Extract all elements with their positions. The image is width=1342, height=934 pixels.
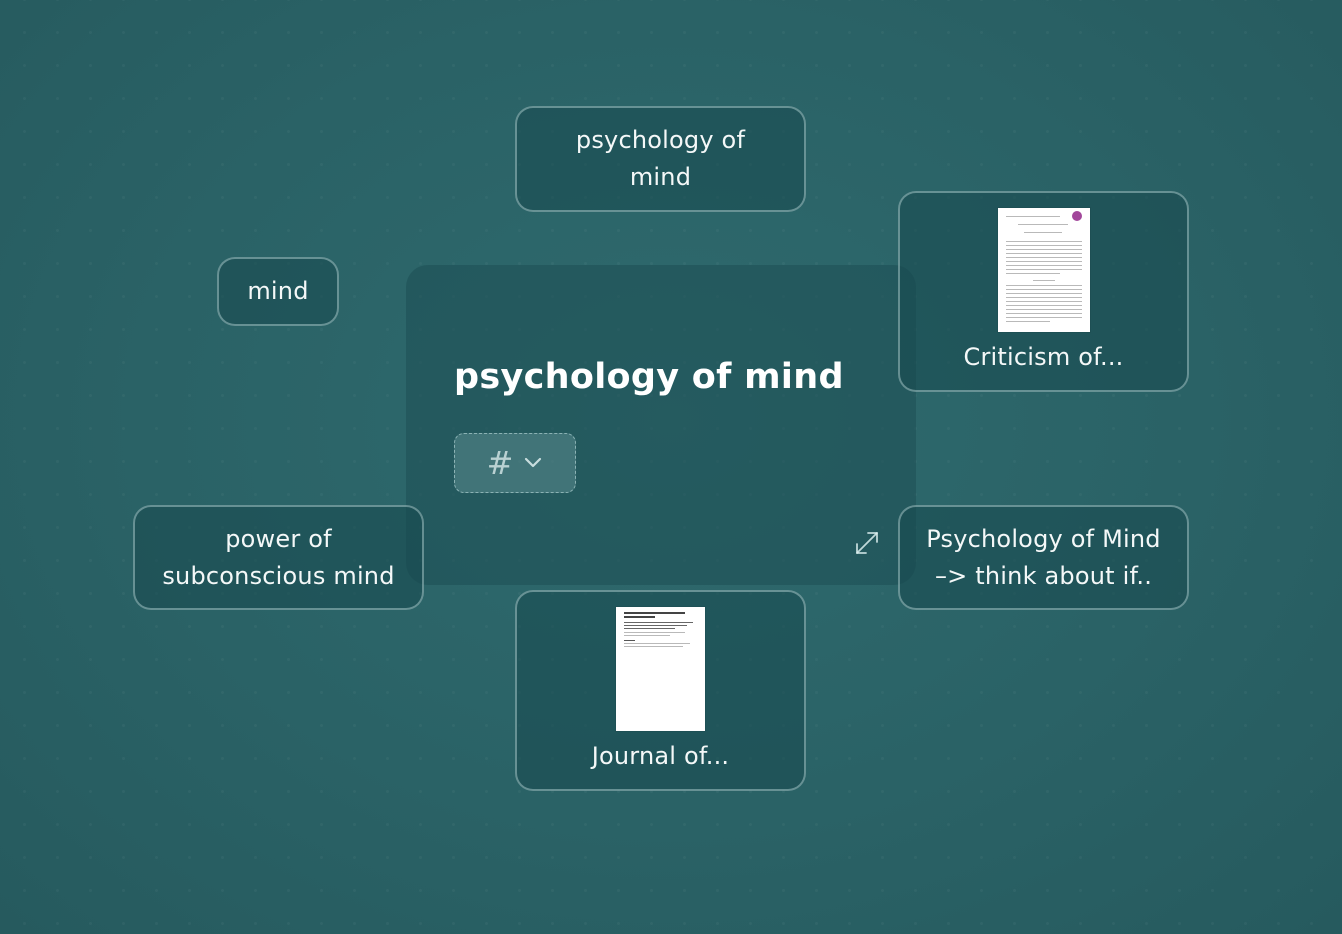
- expand-arrows-icon[interactable]: [852, 528, 882, 558]
- linked-node-psychology-note[interactable]: Psychology of Mind –> think about if..: [898, 505, 1189, 610]
- chevron-down-icon: [523, 454, 543, 473]
- linked-node-criticism-document[interactable]: Criticism of...: [898, 191, 1189, 392]
- linked-node-top[interactable]: psychology of mind: [515, 106, 806, 212]
- linked-node-subconscious[interactable]: power of subconscious mind: [133, 505, 424, 610]
- document-thumbnail: [997, 208, 1090, 332]
- linked-node-mind[interactable]: mind: [217, 257, 339, 326]
- tag-selector-button[interactable]: #: [454, 433, 576, 493]
- center-node-title[interactable]: psychology of mind: [454, 357, 844, 397]
- node-label: mind: [247, 277, 309, 305]
- node-label: psychology of mind: [575, 126, 746, 191]
- node-label: power of subconscious mind: [162, 524, 395, 590]
- journal-logo-icon: [1071, 211, 1082, 221]
- linked-node-journal-document[interactable]: Journal of...: [515, 590, 806, 791]
- document-thumbnail: [616, 607, 705, 731]
- node-label: Psychology of Mind –> think about if..: [926, 524, 1161, 590]
- center-node-card[interactable]: psychology of mind #: [406, 265, 916, 585]
- document-caption: Journal of...: [591, 742, 730, 770]
- document-caption: Criticism of...: [963, 343, 1124, 371]
- hash-icon: #: [486, 444, 514, 482]
